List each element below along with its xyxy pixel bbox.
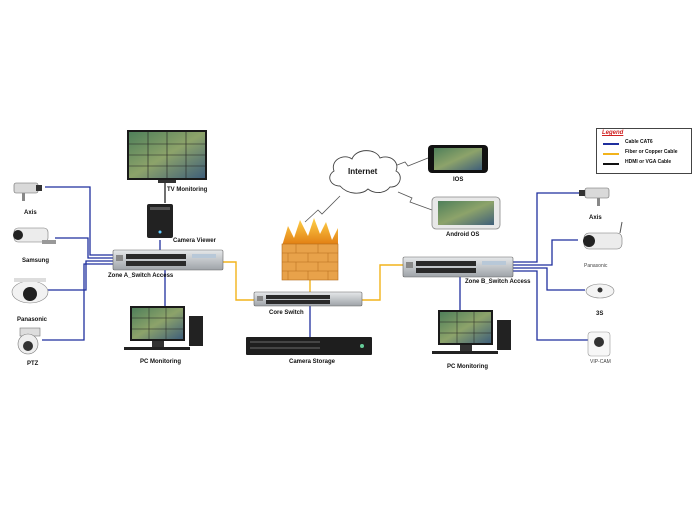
camera-storage-device [246,337,372,355]
wireless-links [304,157,433,223]
cloud-shape [329,150,401,194]
3s-camera [585,283,615,299]
ptz-camera [17,327,41,355]
samsung-camera [13,227,56,244]
legend-item: Cable CAT6 [603,139,689,148]
camera-storage-label: Camera Storage [289,359,336,365]
legend-swatch [603,163,619,165]
android-phone [431,196,501,230]
right-cam-label: Panasonic [584,263,608,269]
cat6-cables-zone-a [42,186,166,341]
legend-swatch [603,143,619,145]
fiber-zone-a-core [222,261,255,301]
cable-axis-right [512,192,585,263]
android-label: Android OS [446,232,480,238]
internet-cloud [329,150,401,194]
zone-b-switch [402,256,514,278]
panasonic-camera-left [11,278,49,304]
cable-axis-left [45,186,115,256]
axis-camera-left [13,182,42,201]
wireless-internet-android [397,191,433,211]
firewall [281,218,339,281]
camera-viewer-device [147,204,173,238]
tv-monitoring-label: TV Monitoring [167,187,208,193]
wireless-internet-ios [391,157,429,168]
right-cam-label: Axis [589,215,602,221]
zone-a-switch [112,249,224,271]
pc-monitoring-left-label: PC Monitoring [140,359,181,365]
left-cam-label: Panasonic [17,317,48,323]
fiber-cables [222,261,403,301]
cable-vip [512,270,588,341]
cable-3s [512,267,585,291]
wireless-firewall-internet [304,195,341,223]
tv-monitor [127,130,207,183]
right-cam-label: 3S [596,311,604,317]
cable-samsung [55,237,115,259]
legend-item: HDMI or VGA Cable [603,159,689,168]
legend-swatch [603,153,619,155]
left-cam-label: Samsung [22,258,50,264]
axis-camera-right [579,187,610,206]
ios-phone [428,145,488,173]
ios-label: IOS [453,177,464,183]
left-cam-label: Axis [24,210,37,216]
zone-b-label: Zone B_Switch Access [465,279,531,285]
core-switch-label: Core Switch [269,310,304,316]
cable-panasonic-right [512,239,578,266]
pc-monitoring-right-device [432,310,511,354]
legend-item-label: Fiber or Copper Cable [625,149,678,155]
legend-box: Legend Cable CAT6 Fiber or Copper Cable … [596,128,692,174]
cable-panasonic-left [45,260,115,291]
left-cam-label: PTZ [27,361,39,367]
cable-ptz [42,263,115,341]
right-cam-label: VIP-CAM [590,359,611,365]
camera-viewer-label: Camera Viewer [173,238,216,244]
cat6-cables-zone-b [309,192,588,341]
zone-a-label: Zone A_Switch Access [108,273,174,279]
fiber-core-zone-b [362,264,403,301]
legend-title: Legend [602,130,624,136]
pc-monitoring-right-label: PC Monitoring [447,364,488,370]
legend-item: Fiber or Copper Cable [603,149,689,158]
legend-item-label: Cable CAT6 [625,139,653,145]
core-switch [253,291,363,307]
panasonic-camera-right [583,221,623,250]
vip-camera [587,331,611,357]
pc-monitoring-left-device [124,306,203,350]
internet-label: Internet [348,167,378,176]
legend-item-label: HDMI or VGA Cable [625,159,672,165]
